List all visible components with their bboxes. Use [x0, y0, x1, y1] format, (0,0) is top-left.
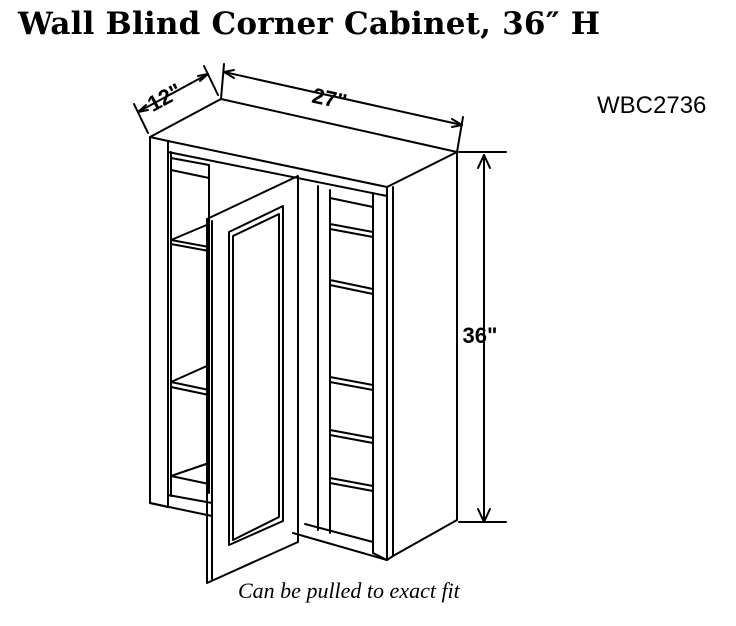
door-panel — [228, 205, 284, 546]
shelf-right-5 — [329, 477, 374, 492]
dimension-width-label: 27" — [310, 83, 349, 115]
dimension-line-width — [223, 71, 463, 126]
cabinet-right-side — [392, 151, 458, 557]
shelf-right-2 — [329, 279, 374, 295]
dimension-height-label: 36" — [463, 323, 498, 348]
shelf-right-1 — [329, 223, 374, 238]
model-code: WBC2736 — [597, 92, 707, 119]
cabinet-door — [206, 175, 299, 584]
page-title: Wall Blind Corner Cabinet, 36″ H — [18, 6, 601, 42]
face-frame-bottom-rail — [149, 502, 213, 517]
cabinet-left-side — [149, 136, 169, 508]
shelf-right-4 — [329, 429, 374, 444]
dimension-line-depth — [137, 73, 209, 113]
shelf-right-3 — [329, 376, 374, 391]
fit-note: Can be pulled to exact fit — [238, 578, 460, 603]
dimension-depth-label: 12" — [143, 78, 186, 116]
cabinet-top — [149, 98, 458, 188]
shelf-left-lower — [170, 364, 210, 396]
shelf-left-upper — [170, 223, 210, 252]
